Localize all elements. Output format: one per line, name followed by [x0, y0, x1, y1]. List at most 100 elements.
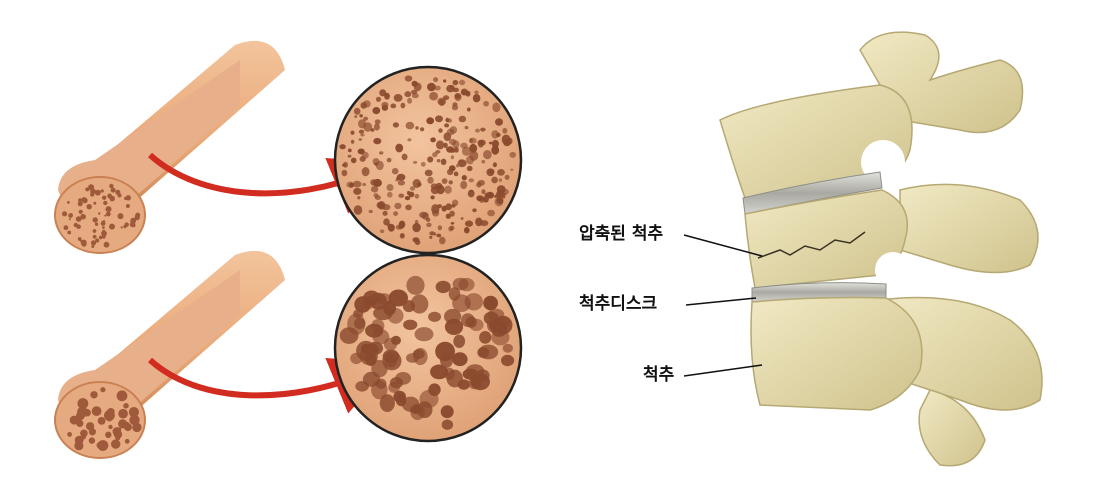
bone-pore	[98, 212, 101, 215]
bone-pore	[81, 197, 87, 203]
bone-pore	[97, 417, 106, 425]
bone-pore	[496, 197, 504, 205]
bone-pore	[95, 238, 100, 243]
bone-pore	[457, 159, 467, 168]
bone-pore	[475, 128, 480, 133]
bone-pore	[74, 441, 84, 451]
bone-pore	[464, 227, 470, 234]
bone-pore	[125, 195, 131, 201]
bone-pore	[350, 130, 355, 135]
bone-pore	[424, 169, 433, 177]
bone-pore	[88, 184, 95, 191]
bone-pore	[453, 171, 459, 177]
bone-pore	[386, 184, 394, 191]
bone-pore	[373, 137, 382, 145]
bone-pore	[483, 150, 492, 160]
bone-pore	[91, 245, 95, 248]
bone-pore	[80, 239, 83, 242]
bone-pore	[105, 211, 111, 217]
bone-pore	[90, 391, 98, 399]
bone-pore	[428, 311, 442, 322]
bone-pore	[397, 180, 405, 186]
bone-pore	[452, 87, 459, 93]
bone-pore	[359, 156, 366, 162]
bone-pore	[77, 406, 88, 418]
bone-pore	[357, 148, 365, 155]
osteoporotic-bone-illustration	[54, 250, 285, 459]
spine-illustration	[719, 31, 1043, 467]
bone-pore	[470, 373, 491, 391]
bone-pore	[69, 415, 79, 425]
bone-pore	[412, 179, 421, 188]
bone-pore	[466, 107, 471, 112]
osteoporotic-bone-magnified-circle	[333, 253, 523, 443]
bone-pore	[370, 179, 378, 186]
bone-pore	[480, 127, 486, 132]
bone-pore	[436, 185, 445, 195]
bone-pore	[461, 89, 467, 96]
bone-pore	[413, 82, 422, 92]
bone-pore	[391, 168, 399, 175]
vertebra-leader	[683, 364, 763, 377]
bone-pore	[487, 209, 495, 217]
bone-pore	[78, 209, 83, 214]
bone-pore	[73, 222, 79, 228]
bone-pore	[362, 371, 381, 387]
bone-pore	[92, 229, 97, 233]
label-compressed-vertebra: 압축된 척추	[579, 223, 763, 257]
bone-pore	[430, 195, 435, 200]
bone-pore	[86, 204, 92, 210]
bone-pore	[63, 225, 69, 231]
bone-pore	[462, 146, 471, 156]
bone-pore	[402, 300, 415, 313]
bone-pore	[107, 193, 112, 199]
bone-pore	[469, 150, 479, 161]
bone-pore	[435, 280, 451, 294]
bone-pore	[452, 352, 468, 367]
bone-pore	[491, 145, 500, 155]
bone-pore	[371, 319, 385, 333]
bone-pore	[404, 196, 411, 201]
bone-pore	[509, 151, 516, 158]
bone-pore	[444, 123, 450, 128]
bone-pore	[466, 165, 473, 172]
bone-pore	[372, 158, 380, 165]
bone-pore	[460, 142, 468, 149]
bone-pore	[80, 429, 88, 438]
bone-pore	[472, 208, 477, 213]
bone-pore	[488, 141, 493, 145]
bone-pore	[409, 186, 416, 191]
bone-pore	[410, 294, 429, 314]
label-vertebra: 척추	[643, 364, 763, 385]
bone-pore	[429, 231, 435, 236]
bone-pore	[491, 176, 498, 184]
bone-pore	[105, 206, 112, 213]
bone-pore	[379, 229, 385, 233]
bone-pore	[434, 85, 441, 91]
bone-pore	[382, 351, 402, 371]
bone-pore	[92, 217, 98, 223]
bone-pore	[398, 220, 406, 229]
bone-pore	[452, 79, 459, 86]
bone-pore	[415, 126, 419, 130]
bone-pore	[103, 200, 108, 206]
bone-pore	[129, 414, 140, 426]
bone-pore	[363, 122, 373, 132]
bone-pore	[476, 195, 484, 202]
bone-pore	[438, 128, 443, 133]
bone-pore	[393, 211, 399, 217]
bone-pore	[481, 159, 486, 164]
bone-pore	[450, 148, 455, 153]
bone-pore	[444, 367, 455, 380]
bone-pore	[102, 220, 106, 224]
bone-pore	[375, 96, 382, 102]
bone-pore	[80, 239, 87, 246]
bone-pore	[483, 311, 499, 325]
bone-pore	[483, 295, 498, 311]
bone-pore	[116, 390, 128, 402]
bone-pore	[437, 225, 443, 231]
bone-pore	[445, 117, 450, 123]
bone-pore	[387, 191, 393, 198]
bone-pore	[407, 97, 413, 104]
bone-pore	[445, 203, 453, 211]
